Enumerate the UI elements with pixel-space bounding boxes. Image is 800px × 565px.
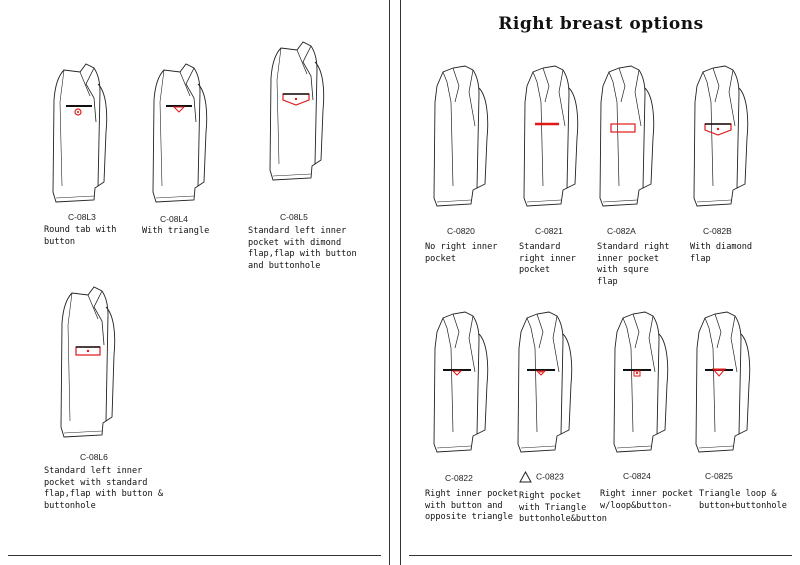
jacket-illustration-c-0824 <box>609 308 675 460</box>
option-description: Round tab with button <box>44 225 117 247</box>
option-description: Right inner pocket with button and oppos… <box>425 489 519 522</box>
jacket-illustration-c-0821 <box>519 62 585 214</box>
triangle-icon <box>519 471 532 483</box>
option-description: Standard right inner pocket <box>519 242 576 275</box>
option-description: Triangle loop & button+buttonhole <box>699 489 787 511</box>
jacket-illustration-c-0823 <box>513 308 579 460</box>
option-description: Standard left inner pocket with standard… <box>44 466 163 511</box>
option-code: C-08L5 <box>280 212 308 222</box>
bottom-rule <box>409 555 792 556</box>
jacket-illustration-c-0825 <box>691 308 757 460</box>
right-page: Right breast options C-0820 No right inn… <box>400 0 800 565</box>
option-code: C-0825 <box>705 471 733 481</box>
jacket-illustration-c-08l4 <box>150 62 216 210</box>
option-code-row: C-0823 <box>519 471 564 483</box>
option-code: C-08L4 <box>160 214 188 224</box>
option-code: C-0822 <box>445 473 473 483</box>
option-description: Standard left inner pocket with dimond f… <box>248 226 357 271</box>
option-code: C-082A <box>607 226 636 236</box>
option-code: C-0824 <box>623 471 651 481</box>
jacket-illustration-c-0820 <box>429 62 495 214</box>
option-code: C-08L3 <box>68 212 96 222</box>
jacket-illustration-c-08l5 <box>267 40 333 188</box>
left-page: C-08L3 Round tab with button C-08L4 With… <box>0 0 390 565</box>
option-description: Standard right inner pocket with squre f… <box>597 242 670 287</box>
option-code: C-0820 <box>447 226 475 236</box>
option-description: With triangle <box>142 226 210 236</box>
option-code: C-0823 <box>536 471 564 482</box>
option-code: C-0821 <box>535 226 563 236</box>
option-description: Right inner pocket w/loop&button- <box>600 489 694 511</box>
jacket-illustration-c-08l6 <box>58 285 124 445</box>
page-title: Right breast options <box>498 14 704 34</box>
option-description: Right pocket with Triangle buttonhole&bu… <box>519 491 607 524</box>
jacket-illustration-c-08l3 <box>50 62 116 210</box>
option-code: C-082B <box>703 226 732 236</box>
jacket-illustration-c-082a <box>595 62 661 214</box>
bottom-rule <box>8 555 381 556</box>
option-code: C-08L6 <box>80 452 108 462</box>
option-description: No right inner pocket <box>425 242 498 264</box>
jacket-illustration-c-0822 <box>429 308 495 460</box>
option-description: With diamond flap <box>690 242 753 264</box>
jacket-illustration-c-082b <box>689 62 755 214</box>
